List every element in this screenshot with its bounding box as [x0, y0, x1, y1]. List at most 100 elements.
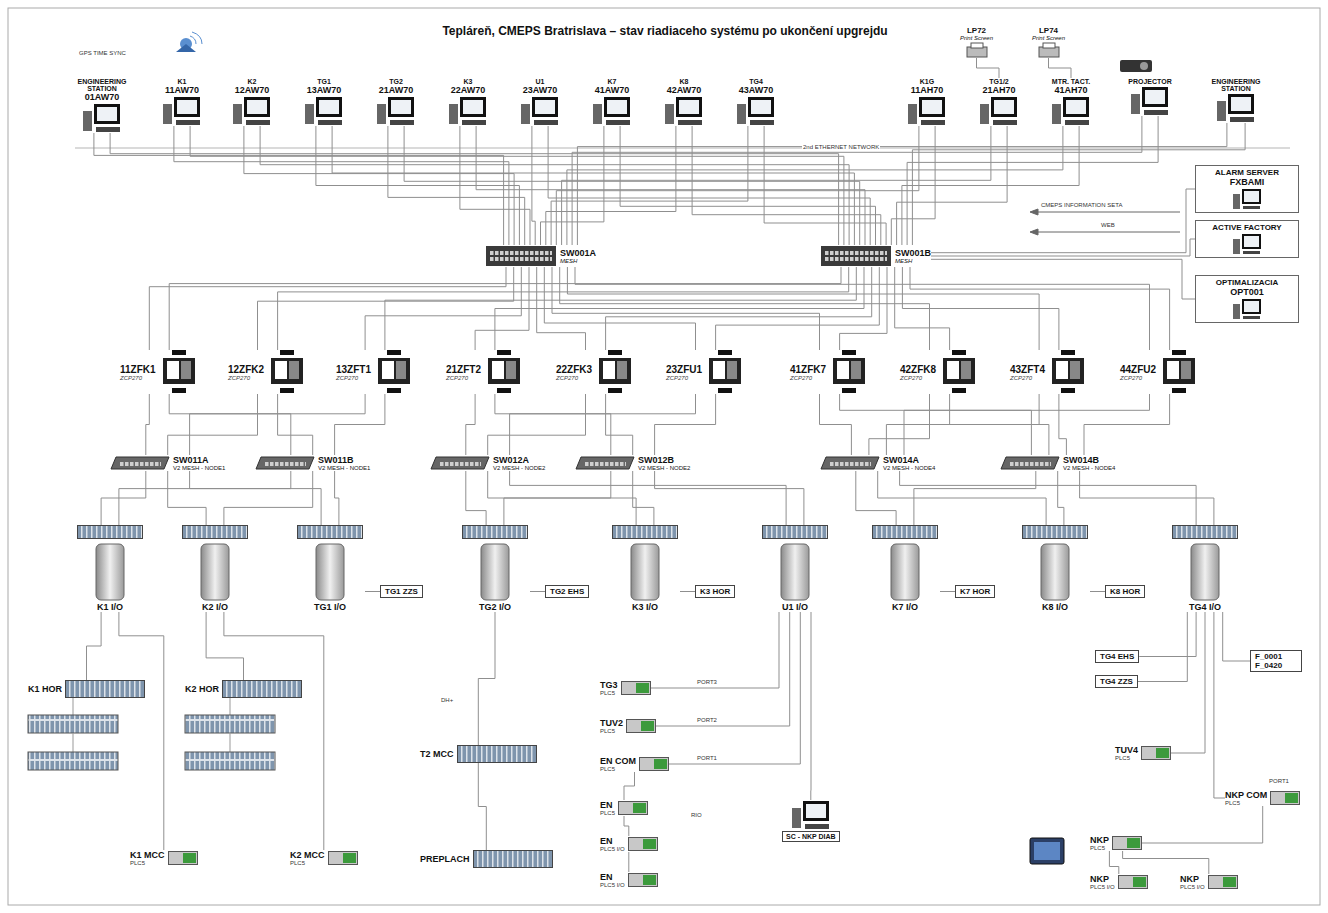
label-group: SW012AV2 MESH - NODE2: [493, 455, 545, 471]
core-switch: SW001BMESH: [820, 245, 931, 267]
mcc-rack: K2 HOR: [185, 680, 302, 698]
node-label: PLC5 I/O: [600, 882, 625, 888]
device-box: K8 HOR: [1105, 585, 1145, 598]
node-label: ENGINEERING STATION: [70, 78, 134, 92]
node-label: 11AW70: [165, 85, 199, 95]
ws-icon: [448, 96, 488, 126]
node-label: 43ZFT4: [1010, 364, 1045, 375]
ws-icon: [592, 96, 632, 126]
plc-unit: NKP COMPLC5: [1225, 790, 1300, 806]
network-cable: [907, 116, 1158, 245]
workstation: PROJECTOR: [1118, 78, 1182, 116]
node-label: V2 MESH - NODE1: [318, 465, 370, 471]
plc-unit: ENPLC5 I/O: [600, 872, 658, 888]
network-cable: [532, 126, 535, 245]
label-group: ENPLC5 I/O: [600, 836, 625, 852]
label-group: K2 MCCPLC5: [290, 850, 325, 866]
node-label: 44ZFU2: [1120, 364, 1156, 375]
node-label: 42ZFK8: [900, 364, 936, 375]
node-label: ZCP270: [1010, 375, 1045, 381]
sw-icon: [820, 245, 892, 267]
network-cable: [87, 612, 102, 680]
controller: 42ZFK8ZCP270: [900, 350, 979, 394]
node-label: PLC5: [130, 860, 165, 866]
network-cable: [624, 816, 629, 836]
node-label: 42AW70: [667, 85, 702, 95]
workstation: K741AW70: [580, 78, 644, 126]
label-group: K7 I/O: [892, 602, 918, 612]
io-cabinet: TG2 I/O: [460, 525, 530, 612]
node-label: PLC5 I/O: [600, 846, 625, 852]
node-label: EN: [600, 872, 625, 882]
projector-icon: [1120, 60, 1152, 72]
node-label: 22ZFK3: [556, 364, 592, 375]
node-label: 13AW70: [307, 85, 342, 95]
label-group: K1G11AH70: [911, 78, 944, 95]
device-box: F_0001 F_0420: [1250, 650, 1302, 672]
node-label: 01AW70: [70, 92, 134, 102]
node-label: 21AH70: [982, 85, 1015, 95]
plc-unit: ENPLC5 I/O: [600, 836, 658, 852]
label-group: K111AW70: [165, 78, 199, 95]
touch-panel: [1030, 838, 1064, 864]
label-group: 13ZFT1ZCP270: [336, 364, 371, 381]
node-label: ENGINEERING STATION: [1200, 78, 1272, 92]
node-label: ZCP270: [446, 375, 481, 381]
node-label: PLC5: [1090, 845, 1109, 851]
srv-icon: [1232, 298, 1262, 320]
lsw-icon: [255, 456, 315, 470]
workstation: TG221AW70: [364, 78, 428, 126]
label-group: 41ZFK7ZCP270: [790, 364, 826, 381]
network-cable: [335, 394, 385, 455]
network-cable: [466, 471, 486, 525]
workstation: TG113AW70: [292, 78, 356, 126]
node-label: 21AW70: [379, 85, 414, 95]
network-cable: [224, 612, 324, 850]
node-label: EN: [600, 800, 615, 810]
label-group: TG1 I/O: [314, 602, 346, 612]
label-group: LP74Print Screen: [1032, 26, 1065, 41]
mcc-rack: K1 HOR: [28, 680, 145, 698]
note-label: DH+: [440, 697, 454, 703]
node-label: SW001A: [560, 248, 596, 258]
io-cabinet: TG4 I/O: [1170, 525, 1240, 612]
mcc-icon: [65, 680, 145, 698]
prn-icon: [1037, 42, 1061, 58]
network-cable: [495, 394, 611, 455]
controller: 41ZFK7ZCP270: [790, 350, 869, 394]
network-cable: [1214, 612, 1225, 798]
prn-icon: [965, 42, 989, 58]
node-label: ZCP270: [120, 375, 156, 381]
server: ACTIVE FACTORY: [1195, 220, 1299, 258]
controller: 44ZFU2ZCP270: [1120, 350, 1199, 394]
ctl-icon: [484, 350, 524, 394]
ctl-icon: [374, 350, 414, 394]
ws-icon: [82, 103, 122, 133]
cab-icon: [872, 525, 938, 601]
label-group: 43ZFT4ZCP270: [1010, 364, 1045, 381]
node-label: TG4 EHS: [1100, 652, 1134, 661]
node-label: TUV4: [1115, 745, 1138, 755]
network-cable: [169, 394, 291, 455]
node-label: K2 HOR: [185, 684, 219, 694]
lsw-icon: [820, 456, 880, 470]
workstation: TG1/221AH70: [967, 78, 1031, 126]
ctl-icon: [595, 350, 635, 394]
ws-icon: [520, 96, 560, 126]
mesh-switch: SW011AV2 MESH - NODE1: [110, 455, 225, 471]
network-cable: [1138, 612, 1187, 682]
ws-icon: [907, 96, 947, 126]
node-label: 12ZFK2: [228, 364, 264, 375]
node-label: 41AW70: [595, 85, 630, 95]
label-group: U1 I/O: [782, 602, 808, 612]
network-cable: [931, 189, 1195, 253]
node-label: PLC5 I/O: [1090, 884, 1115, 890]
node-label: K3 HOR: [700, 587, 730, 596]
workstation: K111AW70: [150, 78, 214, 126]
node-label: PLC5: [1225, 800, 1267, 806]
network-cable: [902, 126, 1079, 245]
node-label: V2 MESH - NODE2: [638, 465, 690, 471]
io-cabinet: K8 I/O: [1020, 525, 1090, 612]
plc-icon: [628, 873, 658, 887]
label-group: K8 HOR: [1110, 587, 1140, 596]
